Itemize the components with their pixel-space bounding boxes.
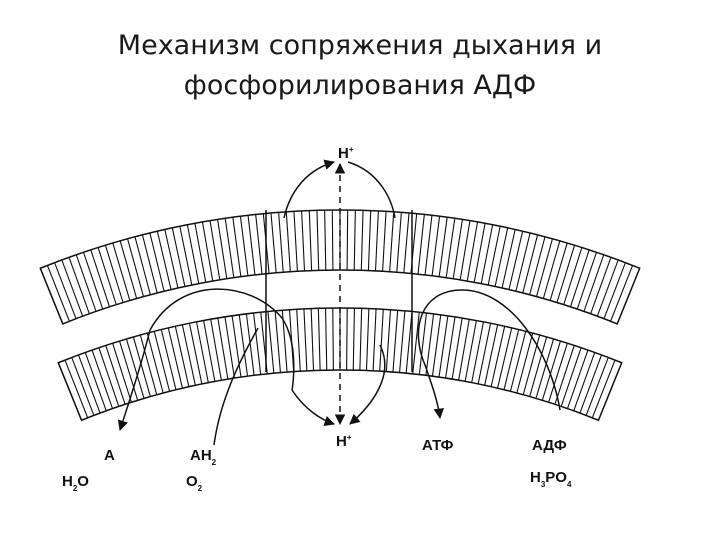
label-o2: O2: [186, 473, 203, 493]
proton-top-label: H+: [338, 145, 354, 162]
outer-membrane-band: [39, 209, 641, 325]
right-loop-arc-to-atp: [417, 289, 561, 420]
label-ah2: AH2: [190, 447, 217, 467]
label-a: A: [104, 447, 115, 464]
label-h2o: H2O: [62, 473, 89, 493]
slide-title: Механизм сопряжения дыхания и фосфорилир…: [60, 26, 660, 106]
label-atp: АТФ: [422, 437, 454, 454]
proton-top-right-arc: [347, 161, 396, 219]
proton-top-left-arc-arrow: [283, 159, 336, 219]
label-h3po4: H3PO4: [530, 469, 572, 489]
inner-membrane-band: [57, 307, 623, 422]
title-line-2: фосфорилирования АДФ: [183, 70, 537, 101]
proton-bottom-label: H+: [336, 433, 352, 450]
label-adp: АДФ: [532, 437, 567, 454]
arc-from-ah2: [213, 327, 259, 446]
left-loop-arc: [149, 288, 295, 391]
title-line-1: Механизм сопряжения дыхания и: [117, 30, 603, 61]
arc-to-proton-bottom-right: [349, 344, 386, 425]
arc-to-proton-bottom-left: [291, 389, 335, 426]
arrow-to-a: [117, 329, 151, 432]
